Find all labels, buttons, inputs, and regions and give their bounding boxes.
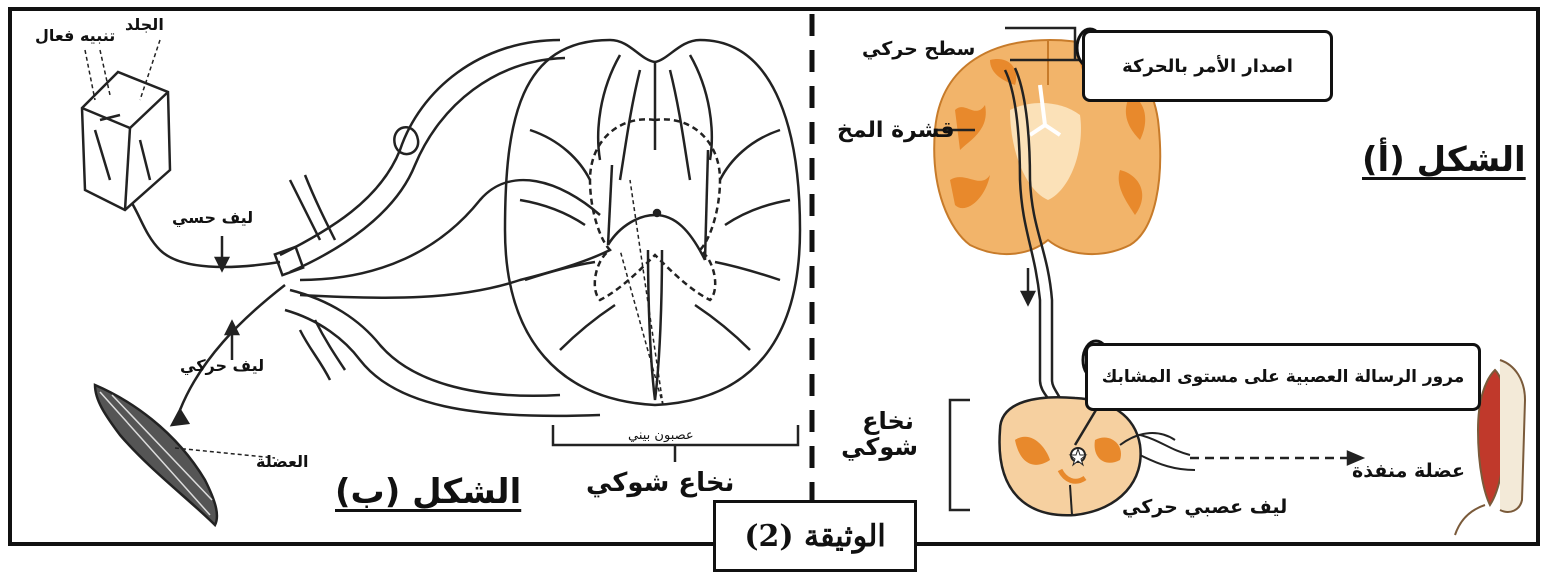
label-cortex: قشرة المخ xyxy=(837,118,955,143)
callout-issue-command-text: اصدار الأمر بالحركة xyxy=(1122,56,1293,77)
label-motor-surface: سطح حركي xyxy=(862,38,975,60)
callout-synapse-passage-text: مرور الرسالة العصبية على مستوى المشابك xyxy=(1102,367,1465,387)
muscle-b xyxy=(95,385,217,525)
bracket-a xyxy=(950,400,970,510)
effector-arrow-a xyxy=(1190,452,1362,464)
leader-lines-b xyxy=(85,40,663,458)
callout-synapse-passage: مرور الرسالة العصبية على مستوى المشابك xyxy=(1085,343,1481,411)
label-sensory-fiber: ليف حسي xyxy=(172,208,253,227)
spinal-cord-cross-section-b xyxy=(505,40,800,405)
label-muscle: العضلة xyxy=(256,452,309,471)
skin-block xyxy=(82,72,170,210)
label-effector-muscle: عضلة منفذة xyxy=(1352,460,1465,482)
label-spinal-cord-b: نخاع شوكي xyxy=(586,468,734,498)
label-interneuron: عصبون بيني xyxy=(628,428,694,443)
label-motor-nerve-fiber: ليف عصبي حركي xyxy=(1122,496,1287,518)
label-motor-fiber: ليف حركي xyxy=(180,356,264,375)
figure-b-title: الشكل (ب) xyxy=(335,472,521,512)
figure-a-title: الشكل (أ) xyxy=(1362,140,1526,180)
document-caption: الوثيقة (2) xyxy=(713,500,917,572)
label-effective-stimulus: تنبيه فعال xyxy=(35,26,115,45)
label-spinal-cord-a: نخاع شوكي xyxy=(858,408,918,461)
label-skin: الجلد xyxy=(125,15,164,34)
annotation-arrows-b xyxy=(216,236,238,360)
callout-issue-command: اصدار الأمر بالحركة xyxy=(1082,30,1333,102)
